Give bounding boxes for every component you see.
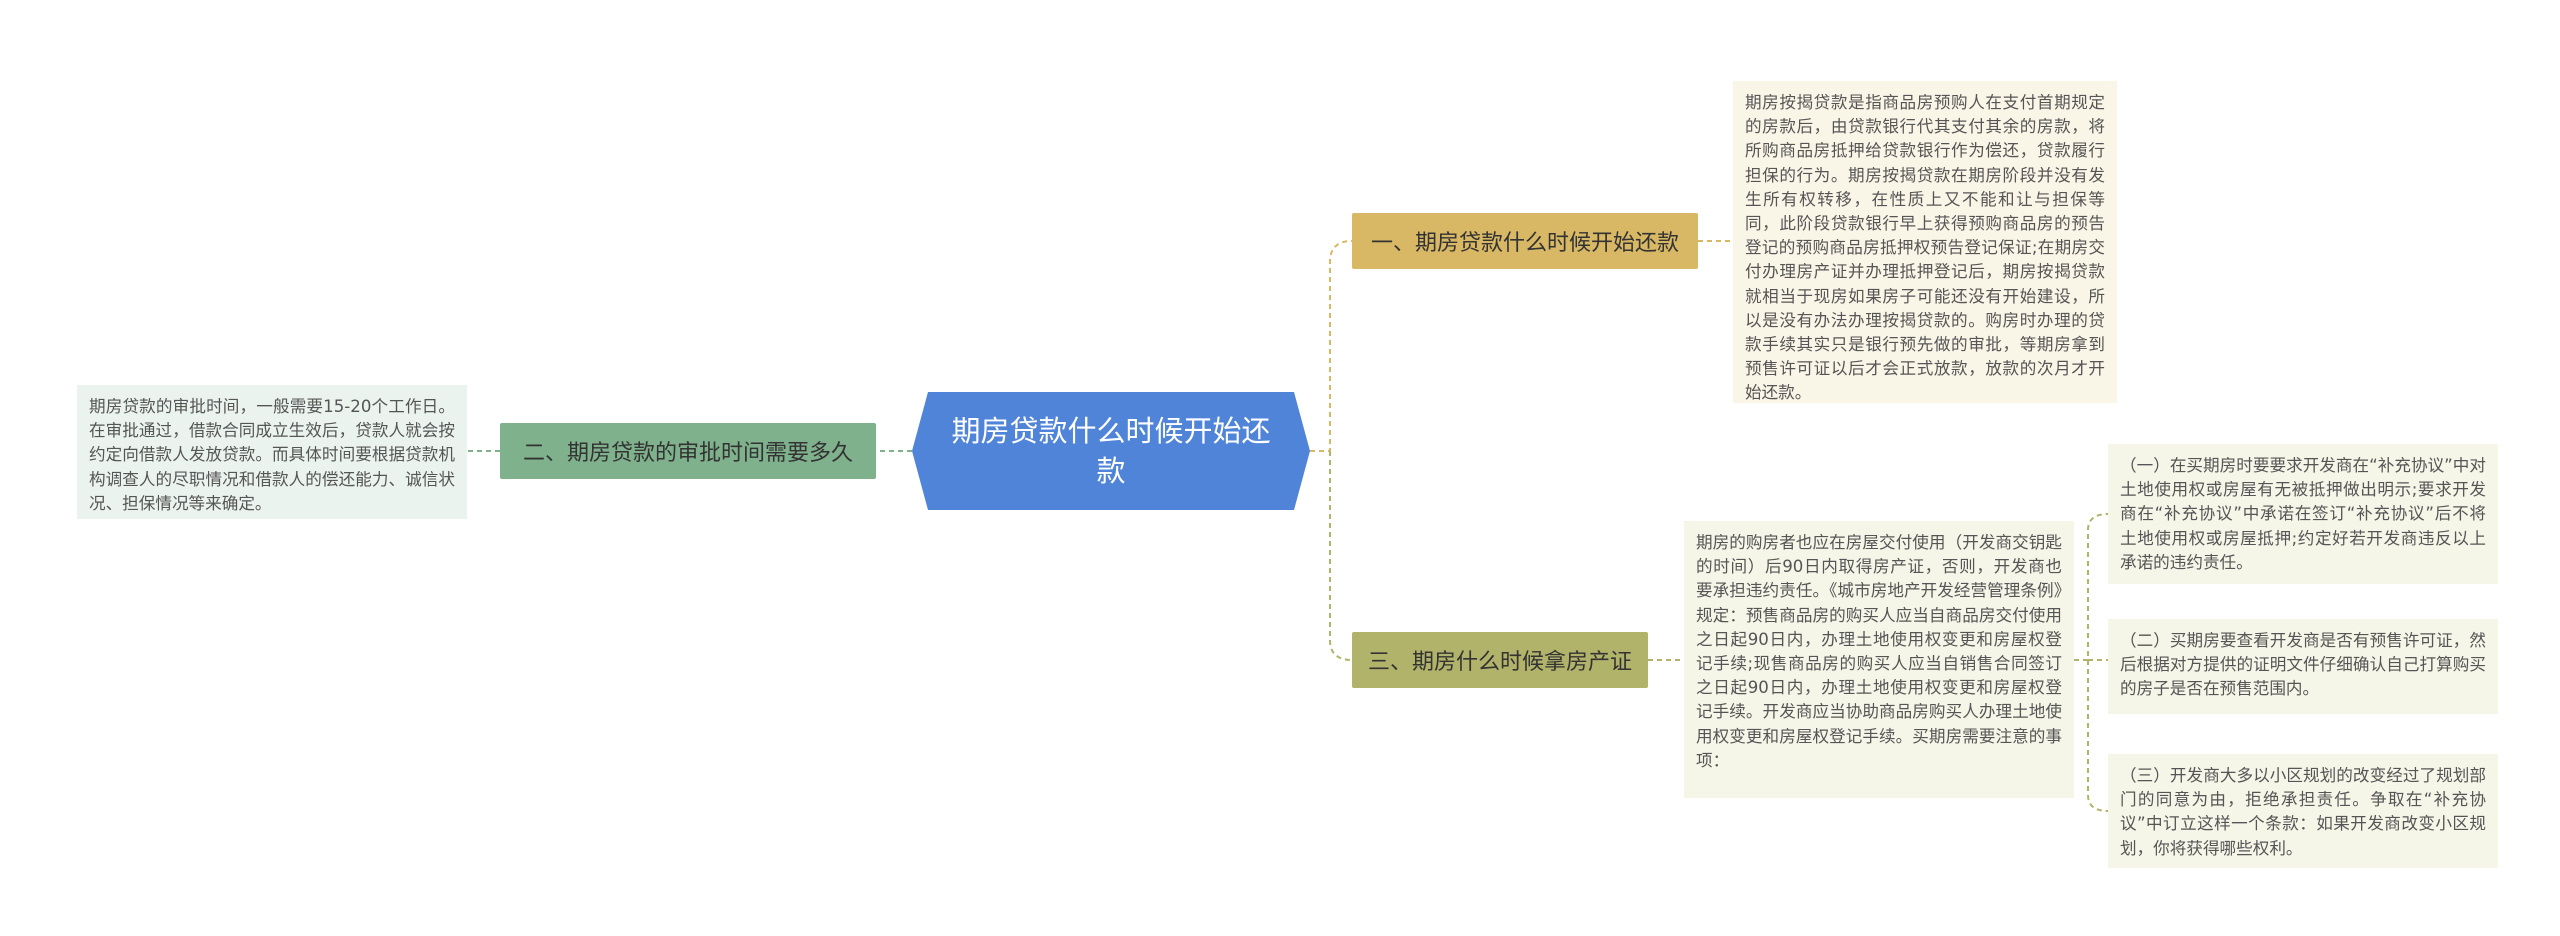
link-detail-3-sub-1	[2074, 513, 2109, 661]
branch-topic-1[interactable]: 一、期房贷款什么时候开始还款	[1352, 213, 1698, 269]
central-topic[interactable]: 期房贷款什么时候开始还款	[912, 392, 1310, 510]
central-topic-shape	[912, 392, 1310, 510]
branch-2-detail-note[interactable]: 期房贷款的审批时间，一般需要15-20个工作日。在审批通过，借款合同成立生效后，…	[77, 385, 467, 519]
branch-topic-3[interactable]: 三、期房什么时候拿房产证	[1352, 632, 1648, 688]
branch-3-sub-item-2[interactable]: （二）买期房要查看开发商是否有预售许可证，然后根据对方提供的证明文件仔细确认自己…	[2108, 619, 2498, 714]
branch-topic-2[interactable]: 二、期房贷款的审批时间需要多久	[500, 423, 876, 479]
branch-3-sub-item-3[interactable]: （三）开发商大多以小区规划的改变经过了规划部门的同意为由，拒绝承担责任。争取在“…	[2108, 754, 2498, 868]
link-center-branch-1	[1310, 240, 1353, 452]
branch-3-sub-item-1[interactable]: （一）在买期房时要要求开发商在“补充协议”中对土地使用权或房屋有无被抵押做出明示…	[2108, 444, 2498, 584]
branch-topic-3-label: 三、期房什么时候拿房产证	[1367, 650, 1632, 675]
branch-topic-1-label: 一、期房贷款什么时候开始还款	[1370, 231, 1679, 256]
link-center-branch-3	[1329, 451, 1353, 661]
branch-3-detail-note[interactable]: 期房的购房者也应在房屋交付使用（开发商交钥匙的时间）后90日内取得房产证，否则，…	[1684, 521, 2074, 798]
link-detail-3-sub-3	[2087, 660, 2109, 812]
branch-topic-2-label: 二、期房贷款的审批时间需要多久	[522, 441, 853, 466]
branch-1-detail-note[interactable]: 期房按揭贷款是指商品房预购人在支付首期规定的房款后，由贷款银行代其支付其余的房款…	[1733, 81, 2117, 403]
central-topic-title: 期房贷款什么时候开始还款	[951, 414, 1271, 488]
